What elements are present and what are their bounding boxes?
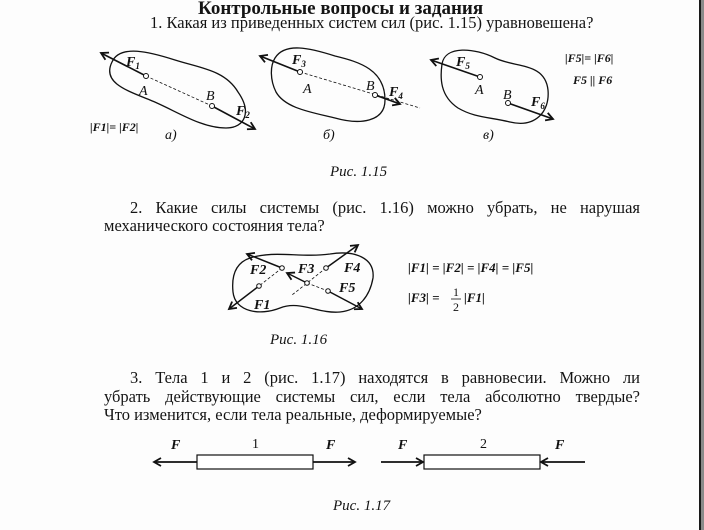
section-heading: Контрольные вопросы и задания [198,0,484,19]
point-a [477,74,483,80]
label-f5: F5 [455,55,470,71]
body-outline [440,49,549,124]
question-3-line-1: 3. Тела 1 и 2 (рис. 1.17) находятся в ра… [130,368,640,387]
condition-a: |F1|= |F2| [90,120,138,134]
line-of-action [306,282,329,292]
condition-c-2: F5 || F6 [572,73,612,87]
formula-2-denominator: 2 [453,300,459,314]
formula-2-left: |F3| = [408,290,440,305]
figure-1-16-caption: Рис. 1.16 [270,332,328,348]
force-f3-arrow [258,53,301,73]
body-1-label: 1 [252,437,259,452]
label-f6: F6 [530,95,545,111]
label-f3: F3 [291,53,306,69]
force-label: F [397,438,408,453]
force-label: F [170,438,181,453]
force-f6-arrow [507,102,555,122]
point-a [297,69,303,75]
formula-1: |F1| = |F2| = |F4| = |F5| [408,260,533,275]
force-f3-arrow [285,271,308,284]
body-outline [270,47,386,122]
application-point [256,283,262,289]
label-a: A [474,83,484,98]
label-b-subfigure: б) [323,128,335,143]
force-label: F [325,438,336,453]
force-f2-arrow [211,105,257,131]
figure-1-15-caption: Рис. 1.15 [330,164,388,180]
application-point [323,265,329,271]
label-f1: F1 [253,298,270,313]
body-2 [423,454,541,470]
force-f1-arrow [99,51,147,77]
point-b [209,103,215,109]
figure-1-17-caption: Рис. 1.17 [333,498,391,514]
force-f2-arrow [245,251,283,269]
application-point [304,280,310,286]
line-of-action [299,71,421,109]
body-outline [232,252,374,313]
figure-1-16: F2 F3 F4 F5 F1 |F1| = |F2| = |F4| = |F5|… [227,243,533,314]
question-2-line-1: 2. Какие силы системы (рис. 1.16) можно … [130,198,640,217]
force-f5-arrow [429,57,481,78]
label-a: A [138,84,148,99]
label-f4: F4 [388,85,403,101]
condition-c-1: |F5|= |F6| [565,51,613,65]
force-f5-arrow [327,290,364,311]
label-f5: F5 [338,281,355,296]
figure-1-15-b: F3 A B F4 б) [258,47,421,143]
formula-2-right: |F1| [464,290,485,305]
label-c-subfigure: в) [483,128,494,143]
force-f1-arrow [227,285,260,311]
question-3-line-3: Что изменится, если тела реальные, дефор… [104,405,482,424]
force-label: F [554,438,565,453]
line-of-action [145,75,213,107]
force-f4-arrow [374,94,402,107]
label-f2: F2 [235,104,250,120]
label-f1: F1 [125,55,140,71]
figure-1-15-a: F1 A B F2 |F1|= |F2| а) [90,50,257,143]
application-point [325,288,331,294]
body-outline [109,50,247,129]
point-b [372,92,378,98]
label-f4: F4 [343,261,360,276]
formula-2-numerator: 1 [453,285,459,299]
application-point [279,265,285,271]
figure-1-17: 1 F F 2 F F [152,437,585,470]
force-f4-arrow [325,243,360,269]
point-a [143,73,149,79]
figure-1-15-c: F5 A B F6 |F5|= |F6| F5 || F6 в) [429,49,613,143]
question-1: 1. Какая из приведенных систем сил (рис.… [150,13,594,32]
question-3-line-2: убрать действующие системы сил, если тел… [104,387,640,406]
label-b: B [366,79,375,94]
label-f2: F2 [249,263,266,278]
label-b: B [503,88,512,103]
question-2-line-2: механического состояния тела? [104,216,325,235]
label-f3: F3 [297,262,314,277]
body-1 [196,454,314,470]
body-2-label: 2 [480,437,487,452]
label-b: B [206,89,215,104]
label-a: A [302,82,312,97]
point-b [505,100,511,106]
label-a-subfigure: а) [165,128,177,143]
